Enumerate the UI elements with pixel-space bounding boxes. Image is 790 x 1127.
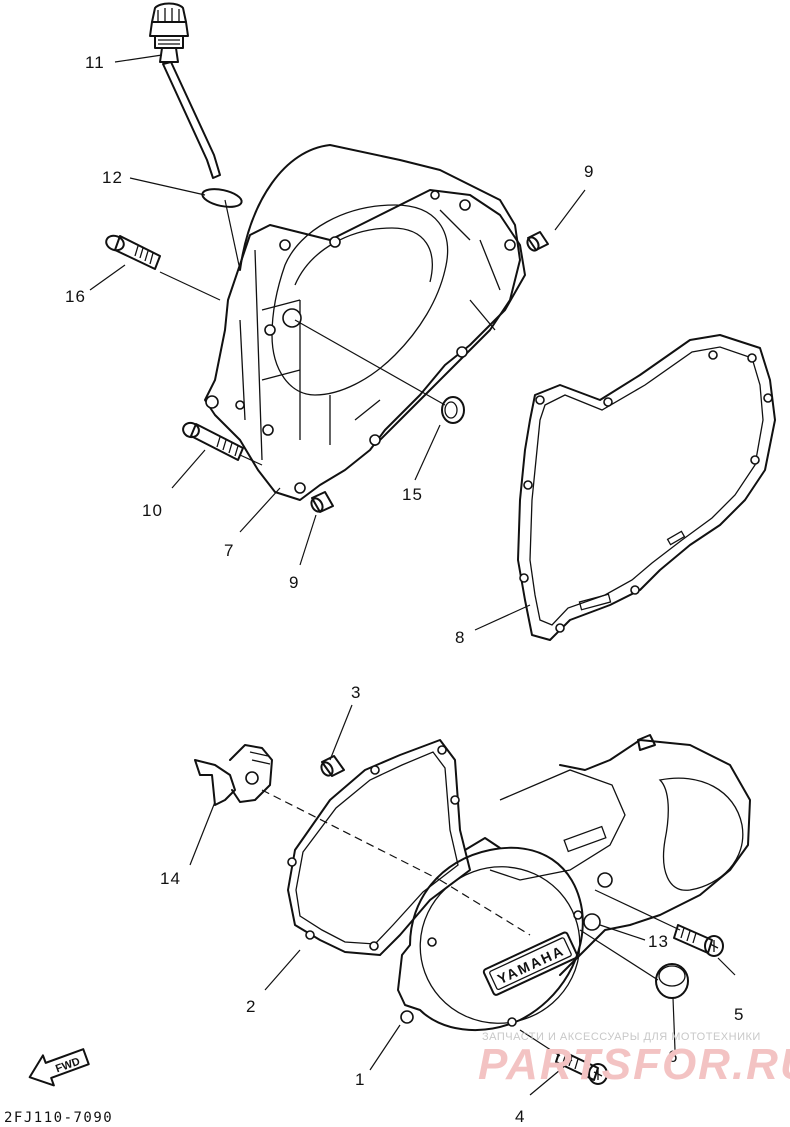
screw-part-4 — [555, 1049, 608, 1085]
callout-1: 1 — [355, 1070, 365, 1089]
watermark-caption: ЗАПЧАСТИ И АКСЕССУАРЫ ДЛЯ МОТОТЕХНИКИ — [482, 1031, 761, 1043]
callout-2: 2 — [246, 997, 256, 1016]
callout-12: 11 — [85, 53, 105, 72]
callout-9-upper: 9 — [584, 162, 594, 181]
lower-gasket-part-2 — [287, 739, 471, 956]
callout-9-lower: 9 — [289, 573, 299, 592]
lower-leader-lines — [189, 704, 736, 1096]
callout-6: 6 — [668, 1047, 678, 1066]
seal-part-3 — [320, 755, 345, 777]
o-ring-part-13 — [201, 188, 243, 208]
oil-seal-part-14 — [441, 396, 465, 424]
callout-16: 13 — [648, 932, 669, 951]
plug-part-6 — [655, 963, 689, 999]
callout-10: 10 — [142, 501, 163, 520]
dowel-pin-upper-part-9 — [526, 231, 549, 252]
callout-4: 4 — [515, 1107, 525, 1126]
bracket-part-15 — [194, 744, 273, 806]
fwd-direction-arrow: FWD — [28, 1048, 90, 1087]
watermark-site: PARTSFOR.RU — [478, 1040, 790, 1089]
crankcase-gasket-part-8 — [517, 334, 776, 641]
diagram-code: 2FJ110-7090 — [4, 1110, 114, 1126]
callout-8: 8 — [455, 628, 465, 647]
callout-13: 12 — [102, 168, 123, 187]
callout-3: 3 — [351, 683, 361, 702]
callout-5: 5 — [734, 1005, 744, 1024]
bolt-part-10 — [182, 421, 244, 461]
dowel-pin-lower-part-9 — [310, 491, 334, 513]
upper-leader-lines — [89, 54, 586, 631]
callout-7: 7 — [224, 541, 234, 560]
bolt-part-11 — [105, 234, 161, 270]
screw-part-5 — [673, 924, 724, 957]
dipstick-part-12 — [149, 2, 221, 179]
crankcase-cover-part-1: YAMAHA — [397, 734, 751, 1031]
crankcase-cover-part-7 — [204, 144, 526, 501]
callout-15: 14 — [160, 869, 181, 888]
callout-14: 15 — [402, 485, 423, 504]
callout-11: 16 — [65, 287, 86, 306]
